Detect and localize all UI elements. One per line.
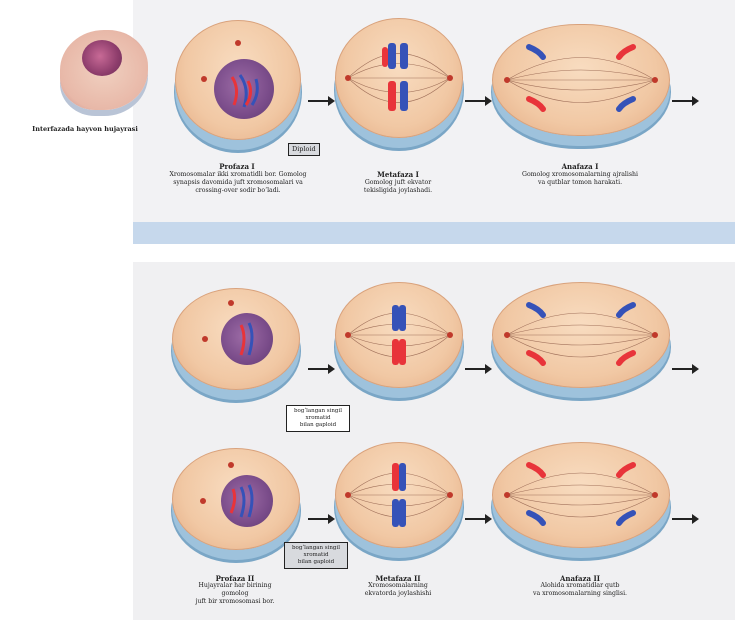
metaphase-2b-cell	[335, 442, 463, 548]
anaphase-1-desc: Gomolog xromosomalarning ajralishi va qu…	[482, 171, 678, 187]
arrow-prophase2b-to-metaphase2b	[308, 518, 330, 520]
arrow-anaphase2b-next	[672, 518, 694, 520]
arrow-anaphase2a-next	[672, 368, 694, 370]
interphase-cell	[60, 30, 148, 110]
anaphase-1-title: Anafaza I	[492, 162, 668, 171]
anaphase-2a-cell	[492, 282, 670, 388]
interphase-label: Interfazada hayvon hujayrasi	[30, 125, 140, 133]
prophase-1-desc: Xromosomalar ikki xromatidli bor. Gomolo…	[148, 171, 328, 195]
metaphase-1-desc: Gomolog juft ekvator tekisligida joylash…	[335, 179, 461, 195]
anaphase-1-cell	[492, 24, 670, 136]
metaphase-2a-cell	[335, 282, 463, 388]
diploid-label: Diploid	[288, 143, 320, 156]
anaphase-2b-spindle	[493, 443, 669, 547]
metaphase-2a-spindle	[336, 283, 462, 387]
prophase-1-chromosomes	[176, 21, 300, 139]
prophase-2a-cell	[172, 288, 300, 390]
prophase-2-desc: Hujayralar har birining gomolog juft bir…	[162, 582, 308, 606]
haploid-box-b: bog‘langan singil xromatid bilan gaploid	[284, 542, 348, 569]
panel-divider-band	[133, 222, 735, 244]
interphase-nucleus	[82, 40, 122, 76]
metaphase-2-desc: Xromosomalarning ekvatorda joylashishi	[325, 582, 471, 598]
anaphase-1-spindle	[493, 25, 669, 135]
prophase-1-title: Profaza I	[175, 162, 299, 171]
prophase-2a-chromosomes	[173, 289, 299, 389]
prophase-2b-chromosomes	[173, 449, 299, 549]
metaphase-1-spindle	[336, 19, 462, 137]
anaphase-2b-cell	[492, 442, 670, 548]
arrow-metaphase2b-to-anaphase2b	[465, 518, 487, 520]
prophase-2b-cell	[172, 448, 300, 550]
metaphase-1-cell	[335, 18, 463, 138]
anaphase-2-desc: Alohida xromatidlar qutb va xromosomalar…	[482, 582, 678, 598]
anaphase-2a-spindle	[493, 283, 669, 387]
metaphase-1-title: Metafaza I	[335, 170, 461, 179]
haploid-box-a: bog‘langan singil xromatid bilan gaploid	[286, 405, 350, 432]
arrow-prophase2a-to-metaphase2a	[308, 368, 330, 370]
arrow-anaphase1-next	[672, 100, 694, 102]
prophase-1-cell	[175, 20, 301, 140]
arrow-prophase1-to-metaphase1	[308, 100, 330, 102]
arrow-metaphase1-to-anaphase1	[465, 100, 487, 102]
arrow-metaphase2a-to-anaphase2a	[465, 368, 487, 370]
metaphase-2b-spindle	[336, 443, 462, 547]
